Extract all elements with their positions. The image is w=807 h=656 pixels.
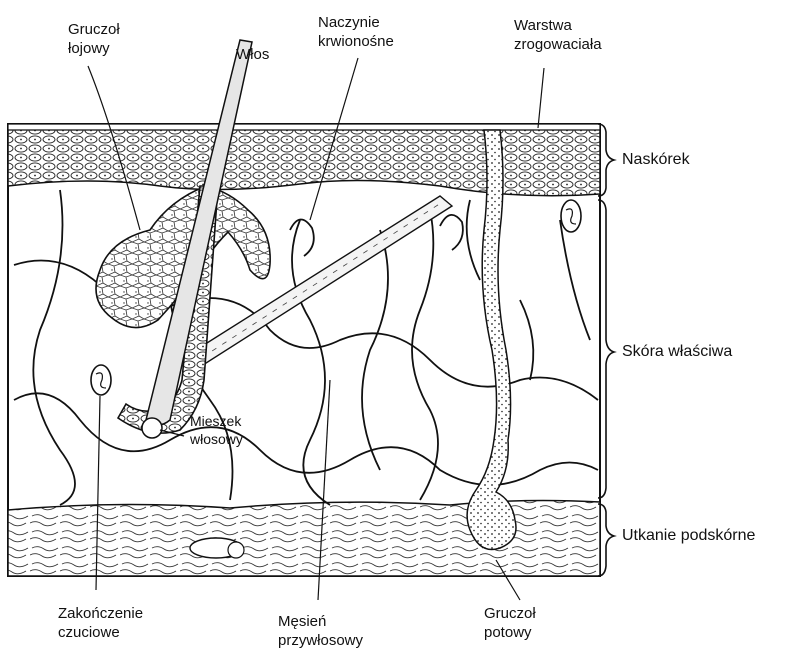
stratum-corneum: [8, 124, 600, 130]
sensory-ending-left: [91, 365, 111, 395]
label-sensory-ending: Zakończenie czuciowe: [58, 604, 143, 642]
label-arrector-muscle: Męsień przywłosowy: [278, 612, 363, 650]
label-blood-vessel: Naczynie krwionośne: [318, 13, 394, 51]
label-hair: Włos: [236, 45, 269, 64]
label-sweat-gland: Gruczoł potowy: [484, 604, 536, 642]
sensory-ending-right: [561, 200, 581, 232]
layer-dermis: Skóra właściwa: [622, 342, 732, 362]
layer-epidermis: Naskórek: [622, 150, 690, 170]
label-stratum-corneum: Warstwa zrogowaciała: [514, 16, 602, 54]
label-hair-follicle: Mieszek włosowy: [190, 412, 243, 448]
layer-subcutaneous: Utkanie podskórne: [622, 526, 755, 546]
label-sebaceous-gland: Gruczoł łojowy: [68, 20, 120, 58]
hair-bulb: [142, 418, 162, 438]
